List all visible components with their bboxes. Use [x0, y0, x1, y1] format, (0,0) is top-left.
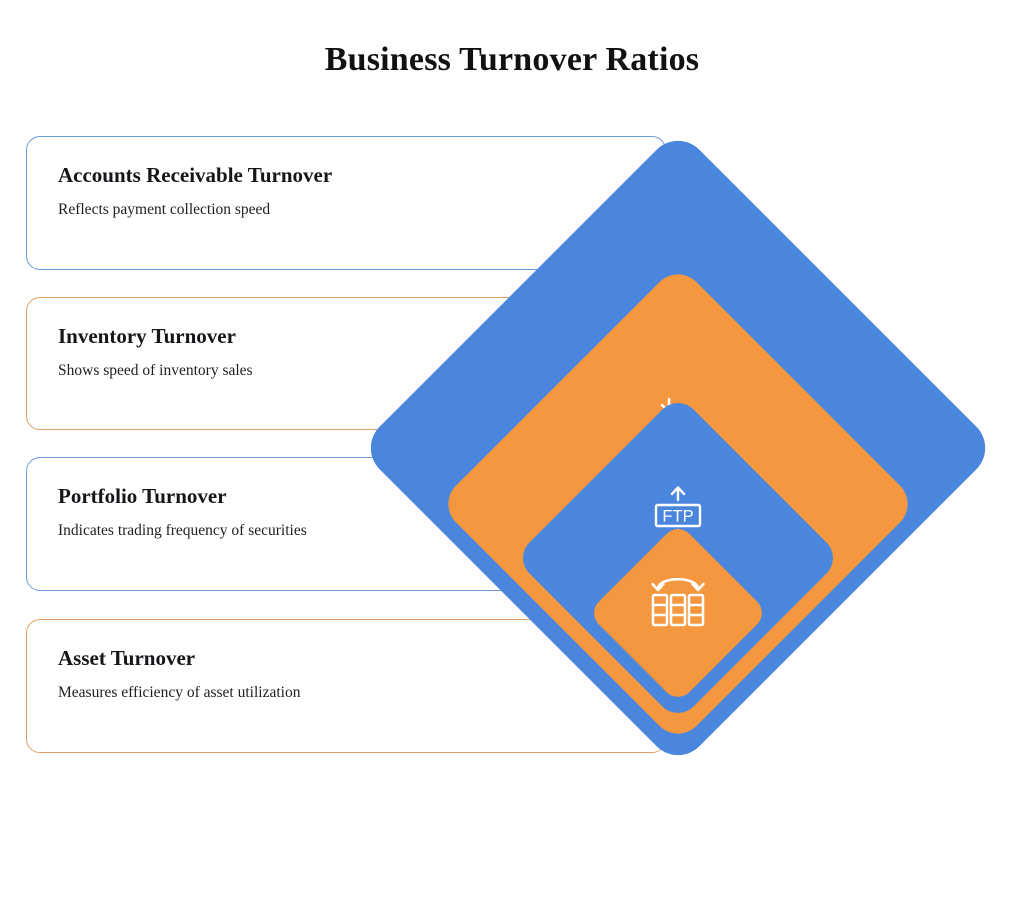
card-description: Reflects payment collection speed	[58, 201, 271, 218]
icon-container	[614, 549, 742, 677]
diamond-stack: FTP	[358, 128, 998, 768]
card-title: Inventory Turnover	[58, 324, 236, 348]
card-description: Indicates trading frequency of securitie…	[58, 522, 307, 539]
ratio-card-accounts-receivable-turnover[interactable]: Accounts Receivable Turnover Reflects pa…	[26, 136, 666, 270]
card-title: Asset Turnover	[58, 646, 196, 670]
diamond-asset-turnover[interactable]	[587, 522, 769, 704]
page-title: Business Turnover Ratios	[324, 41, 700, 78]
card-description: Shows speed of inventory sales	[58, 362, 253, 379]
inventory-columns-arrow-icon	[647, 573, 709, 629]
card-title: Accounts Receivable Turnover	[58, 163, 333, 187]
card-title: Portfolio Turnover	[58, 484, 227, 508]
card-description: Measures efficiency of asset utilization	[58, 684, 301, 701]
ftp-label: FTP	[662, 508, 693, 526]
